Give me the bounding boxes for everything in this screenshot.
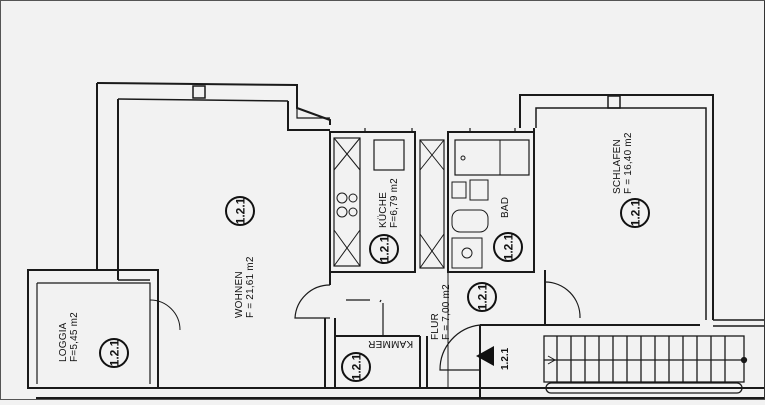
room-tag-bad: 1.2.1 — [493, 232, 523, 262]
room-label-kammer: KAMMER — [368, 338, 414, 349]
room-tag-loggia: 1.2.1 — [99, 338, 129, 368]
wall-flur — [335, 272, 581, 398]
entrance-tag: 1.2.1 — [500, 347, 511, 370]
wall-wohnen — [96, 82, 331, 281]
wall-inner-wohnen — [294, 270, 336, 388]
stair — [543, 335, 748, 394]
wall-loggia — [27, 269, 181, 389]
room-label-bad: BAD — [500, 196, 511, 218]
room-tag-flur: 1.2.1 — [467, 282, 497, 312]
room-tag-wohnen: 1.2.1 — [225, 196, 255, 226]
wall-bottom — [36, 387, 765, 399]
room-tag-schlafen: 1.2.1 — [620, 198, 650, 228]
room-tag-kammer: 1.2.1 — [341, 352, 371, 382]
wall-schlafen — [480, 94, 765, 327]
room-tag-kuche: 1.2.1 — [369, 234, 399, 264]
entrance-triangle-icon — [476, 346, 494, 366]
